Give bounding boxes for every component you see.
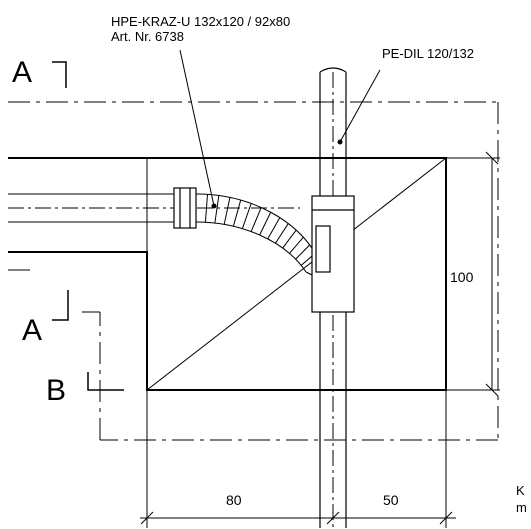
pipe-label: PE-DIL 120/132: [382, 46, 474, 61]
dimension-lines: [140, 151, 499, 525]
bend-rib: [223, 197, 231, 225]
dimension-right-width: 50: [383, 492, 399, 508]
corner-text-1: K: [516, 483, 525, 498]
bend-rib: [267, 217, 281, 240]
article-number: Art. Nr. 6738: [111, 29, 184, 44]
bend-rib: [282, 229, 297, 249]
bend-ribs: [204, 194, 316, 266]
bend-rib: [295, 244, 311, 260]
pipe-saddle: [311, 195, 355, 313]
diagonal-line: [146, 157, 447, 391]
corner-text-2: m: [516, 500, 527, 515]
dimension-height: 100: [450, 269, 474, 285]
bend-rib: [232, 199, 242, 227]
section-label-a-mid: A: [22, 314, 42, 347]
bend-rib: [214, 195, 220, 224]
section-label-b: B: [46, 374, 66, 407]
horizontal-pipe: [8, 193, 300, 223]
section-label-a-top: A: [12, 56, 32, 89]
bend-rib: [275, 223, 289, 244]
leader-lines: [179, 49, 381, 209]
extension-lines: [146, 157, 500, 528]
bend-rib: [241, 203, 252, 229]
section-markers: [52, 61, 124, 391]
coupling-sleeve: [173, 187, 197, 229]
bend-rib: [204, 194, 208, 223]
product-label: HPE-KRAZ-U 132x120 / 92x80: [111, 14, 290, 29]
wall-outline: [8, 157, 447, 391]
dimension-left-width: 80: [226, 492, 242, 508]
bend-rib: [250, 207, 262, 232]
bend-rib: [289, 236, 304, 254]
bend-rib: [259, 212, 272, 236]
